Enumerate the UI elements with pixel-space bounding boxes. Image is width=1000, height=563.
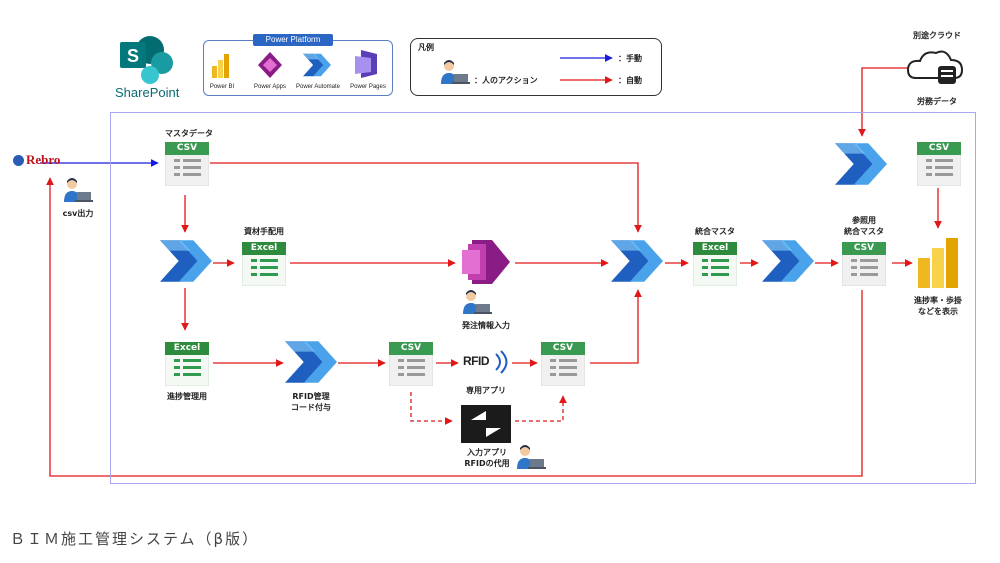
ref-master-label-1: 参照用	[852, 216, 876, 225]
progress-label: 進捗管理用	[167, 392, 207, 401]
cloud-label: 別途クラウド	[913, 31, 961, 40]
svg-text:S: S	[127, 46, 139, 66]
rebro-logo-icon	[13, 155, 24, 166]
legend-box	[410, 38, 662, 96]
master-data-label: マスタデータ	[165, 129, 213, 138]
sharepoint-logo-text: SharePoint	[115, 85, 180, 100]
rfid-wave-icon	[495, 350, 508, 374]
result-label-1: 進捗率・歩掛	[914, 296, 962, 305]
labor-data-label: 労務データ	[917, 97, 957, 106]
csv-tag-ref: CSV	[842, 242, 886, 255]
rfid-app-label: 専用アプリ	[466, 386, 506, 395]
legend-title: 凡例	[418, 43, 434, 52]
power-pages-label: Power Pages	[350, 84, 386, 90]
material-label: 資材手配用	[244, 227, 284, 236]
csv-tag-master: CSV	[165, 142, 209, 155]
input-app-label-1: 入力アプリ	[467, 448, 507, 457]
csv-tag-app: CSV	[541, 342, 585, 355]
excel-tag-progress: Excel	[165, 342, 209, 355]
result-label-2: などを表示	[918, 307, 958, 316]
csv-tag-labor: CSV	[917, 142, 961, 155]
page-caption: ＢＩＭ施工管理システム（β版）	[10, 530, 260, 548]
excel-tag-material: Excel	[242, 242, 286, 255]
order-input-label: 発注情報入力	[462, 321, 510, 330]
rfid-code-label-2: コード付与	[291, 403, 331, 412]
legend-human-action: ：人のアクション	[474, 76, 538, 85]
excel-tag-integrated: Excel	[693, 242, 737, 255]
rfid-code-label-1: RFID管理	[292, 392, 330, 401]
input-app-label-2: RFIDの代用	[464, 459, 510, 468]
legend-manual: ：手動	[618, 54, 642, 63]
csv-tag-rfid: CSV	[389, 342, 433, 355]
rfid-logo-text: RFID	[463, 354, 490, 368]
rebro-logo-text: Rebro	[26, 152, 61, 167]
integrated-master-label: 統合マスタ	[695, 227, 735, 236]
power-bi-label: Power BI	[209, 84, 235, 90]
csv-output-label: csv出力	[62, 209, 94, 218]
power-platform-title: Power Platform	[253, 34, 333, 46]
power-automate-label: Power Automate	[295, 84, 341, 90]
legend-auto: ：自動	[618, 76, 642, 85]
ref-master-label-2: 統合マスタ	[844, 227, 884, 236]
sharepoint-scope-frame	[110, 112, 976, 484]
power-apps-label: Power Apps	[253, 84, 287, 90]
